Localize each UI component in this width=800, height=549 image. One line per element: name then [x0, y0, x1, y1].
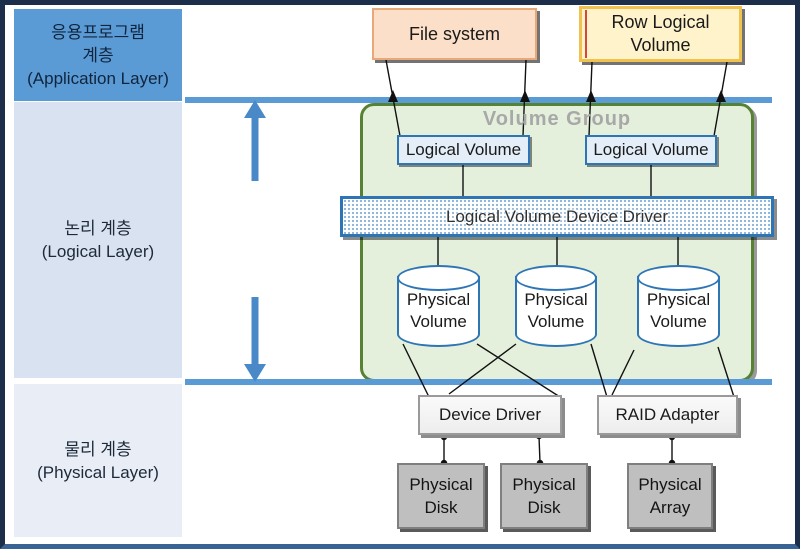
physical-volume-label-3: Physical Volume [646, 290, 711, 331]
physical-layer-label-en: (Physical Layer) [37, 462, 159, 482]
logical-volume-device-driver-bar: Logical Volume Device Driver [340, 196, 774, 237]
physical-disk-box-2: Physical Disk [500, 463, 588, 529]
logical-volume-box-1: Logical Volume [397, 135, 530, 165]
row-logical-volume-red-accent [585, 10, 587, 58]
volume-group-title: Volume Group [482, 108, 632, 130]
file-system-box: File system [372, 8, 537, 60]
cylinder-top-ellipse [515, 265, 597, 291]
physical-layer-box: 물리 계층 (Physical Layer) [14, 384, 182, 537]
application-layer-box: 응용프로그램 계층 (Application Layer) [14, 9, 182, 101]
physical-disk-box-1: Physical Disk [397, 463, 485, 529]
physical-volume-cylinder-3: Physical Volume [637, 265, 720, 347]
physical-volume-label-2: Physical Volume [524, 290, 588, 331]
logical-volume-box-2: Logical Volume [585, 135, 717, 165]
physical-layer-label-ko: 물리 계층 [64, 439, 132, 459]
logical-volume-device-driver-label: Logical Volume Device Driver [445, 206, 669, 226]
application-layer-label-ko1: 응용프로그램 [51, 22, 145, 42]
raid-adapter-label: RAID Adapter [615, 405, 720, 424]
device-driver-label: Device Driver [438, 405, 542, 424]
hardware-to-disk-lines [440, 432, 676, 467]
row-logical-volume-box: Row Logical Volume [579, 6, 742, 62]
down-arrow-icon [244, 297, 266, 382]
up-arrow-icon [244, 100, 266, 181]
cylinder-top-ellipse [397, 265, 480, 291]
physical-array-box: Physical Array [627, 463, 713, 529]
physical-volume-cylinder-2: Physical Volume [515, 265, 597, 347]
file-system-label: File system [408, 23, 500, 44]
physical-disk-label-2: Physical Disk [512, 475, 576, 517]
physical-disk-label-1: Physical Disk [409, 475, 473, 517]
logical-volume-label-1: Logical Volume [405, 140, 522, 159]
physical-volume-label-1: Physical Volume [406, 290, 471, 331]
logical-volume-label-2: Logical Volume [593, 140, 709, 159]
logical-layer-label-ko: 논리 계층 [64, 219, 132, 238]
row-logical-volume-label: Row Logical Volume [611, 12, 710, 55]
boundary-arrowheads [388, 90, 726, 102]
application-layer-label-ko2: 계층 [82, 45, 114, 65]
logical-layer-label-en: (Logical Layer) [41, 242, 155, 261]
physical-volume-cylinder-1: Physical Volume [397, 265, 480, 347]
raid-adapter-box: RAID Adapter [597, 395, 738, 435]
logical-layer-box: 논리 계층 (Logical Layer) [14, 102, 182, 378]
cylinder-top-ellipse [637, 265, 720, 291]
application-layer-label-en: (Application Layer) [27, 68, 169, 88]
physical-array-label: Physical Array [638, 475, 702, 517]
device-driver-box: Device Driver [418, 395, 562, 435]
